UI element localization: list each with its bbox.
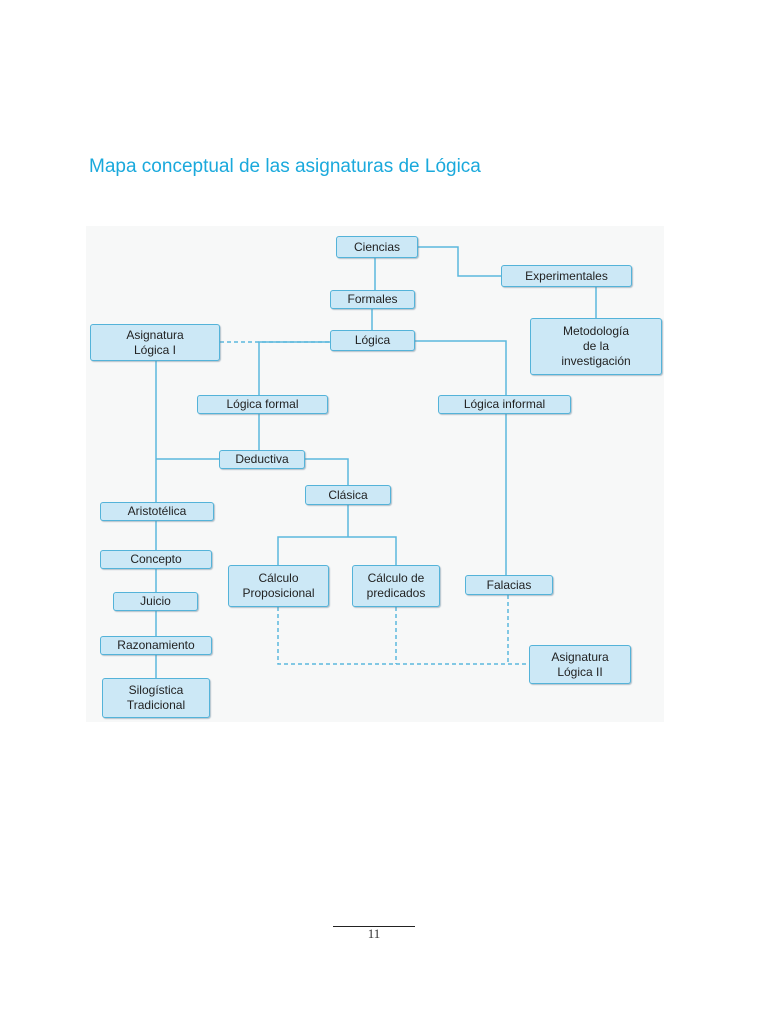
node-silogistica: Silogística Tradicional: [102, 678, 210, 718]
node-asignatura-logica-2: Asignatura Lógica II: [529, 645, 631, 684]
node-deductiva: Deductiva: [219, 450, 305, 469]
node-logica: Lógica: [330, 330, 415, 351]
concept-map-diagram: Ciencias Experimentales Formales Metodol…: [86, 226, 664, 722]
page-title: Mapa conceptual de las asignaturas de Ló…: [89, 156, 481, 177]
connector-calculos-logica2-dashed: [277, 595, 529, 665]
node-clasica: Clásica: [305, 485, 391, 505]
page-number: 11: [333, 926, 415, 941]
connector-logica-informal-branch: [415, 340, 507, 395]
node-aristotelica: Aristotélica: [100, 502, 214, 521]
node-logica-formal: Lógica formal: [197, 395, 328, 414]
node-metodologia: Metodología de la investigación: [530, 318, 662, 375]
node-falacias: Falacias: [465, 575, 553, 595]
node-asignatura-logica-1: Asignatura Lógica I: [90, 324, 220, 361]
connector-logica-formal-branch: [258, 341, 330, 395]
node-calculo-proposicional: Cálculo Proposicional: [228, 565, 329, 607]
connector-deductiva-clasica: [305, 458, 349, 485]
node-calculo-predicados: Cálculo de predicados: [352, 565, 440, 607]
node-logica-informal: Lógica informal: [438, 395, 571, 414]
node-experimentales: Experimentales: [501, 265, 632, 287]
connector-ciencias-experimentales: [418, 246, 501, 277]
node-juicio: Juicio: [113, 592, 198, 611]
node-formales: Formales: [330, 290, 415, 309]
connector-clasica-calculos: [277, 505, 397, 565]
node-ciencias: Ciencias: [336, 236, 418, 258]
connector-lines: [155, 246, 597, 678]
node-razonamiento: Razonamiento: [100, 636, 212, 655]
node-concepto: Concepto: [100, 550, 212, 569]
